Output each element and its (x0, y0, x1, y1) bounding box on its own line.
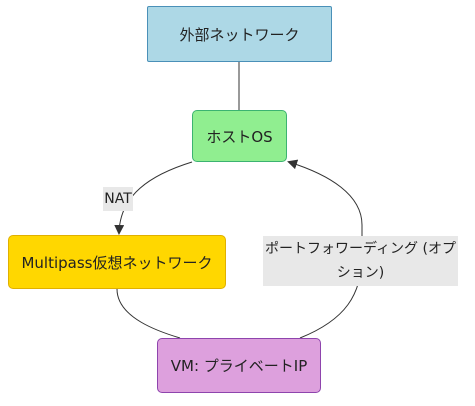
edge-multipass-to-vm (116, 288, 181, 339)
edge-host-to-multipass (114, 161, 193, 235)
multipass-network-label: Multipass仮想ネットワーク (21, 253, 213, 272)
multipass-network-node: Multipass仮想ネットワーク (8, 235, 226, 289)
vm-node: VM: プライベートIP (157, 338, 321, 393)
nat-edge-label: NAT (103, 187, 133, 211)
host-os-node: ホストOS (192, 110, 287, 162)
vm-label: VM: プライベートIP (170, 357, 308, 375)
external-network-label: 外部ネットワーク (179, 25, 300, 44)
port-forwarding-edge-label: ポートフォワーディング (オプション) (263, 236, 458, 286)
host-os-label: ホストOS (206, 127, 273, 146)
external-network-node: 外部ネットワーク (147, 6, 332, 62)
